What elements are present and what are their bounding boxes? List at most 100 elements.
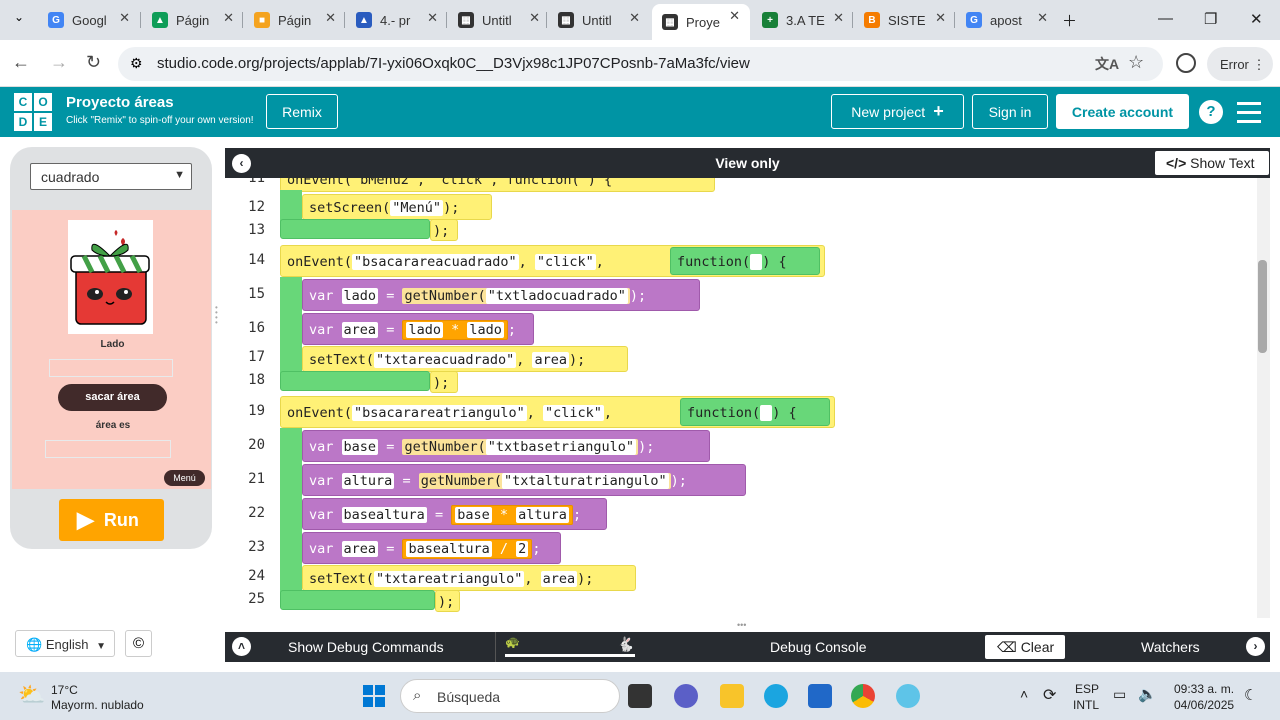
code-block-var-basealtura[interactable]: var basealtura = base * altura; [302, 498, 607, 530]
close-window-button[interactable]: ✕ [1250, 11, 1263, 28]
code-block-setscreen[interactable]: setScreen("Menú"); [302, 194, 492, 220]
volume-icon[interactable]: 🔈 [1138, 686, 1157, 703]
close-tab-icon[interactable]: ✕ [325, 10, 336, 25]
close-tab-icon[interactable]: ✕ [427, 10, 438, 25]
close-tab-icon[interactable]: ✕ [223, 10, 234, 25]
maximize-button[interactable]: ❐ [1204, 11, 1218, 28]
run-button[interactable]: ▶Run [59, 499, 164, 541]
code-block-settext[interactable]: setText("txtareacuadrado", area); [302, 346, 628, 372]
translate-icon[interactable]: 文A [1095, 56, 1120, 72]
browser-tab[interactable]: ■Págin✕ [244, 6, 346, 34]
edge-icon[interactable] [764, 684, 788, 708]
close-tab-icon[interactable]: ✕ [833, 10, 844, 25]
code-block-var-lado[interactable]: var lado = getNumber("txtladocuadrado"); [302, 279, 700, 311]
code-workspace[interactable]: 11 12 13 14 15 16 17 18 19 20 21 22 23 2… [225, 178, 1257, 618]
task-view-icon[interactable] [628, 684, 652, 708]
lang-layout[interactable]: INTL [1073, 698, 1100, 712]
new-project-button[interactable]: New project+ [831, 94, 964, 129]
weather-icon[interactable]: ⛅ [18, 682, 46, 707]
show-debug-commands[interactable]: Show Debug Commands [288, 639, 444, 655]
code-block-settext-tri[interactable]: setText("txtareatriangulo", area); [302, 565, 636, 591]
bookmark-star-icon[interactable]: ☆ [1128, 52, 1145, 72]
clock-date[interactable]: 04/06/2025 [1174, 698, 1235, 712]
menu-button[interactable]: Menú [164, 470, 205, 486]
code-block-var-altura[interactable]: var altura = getNumber("txtalturatriangu… [302, 464, 746, 496]
store-icon[interactable] [808, 684, 832, 708]
site-info-icon[interactable]: ⚙ [130, 55, 143, 71]
vertical-scrollbar[interactable] [1257, 178, 1270, 618]
speed-slider[interactable] [505, 654, 635, 657]
area-label: área es [95, 420, 131, 431]
taskbar-search[interactable]: ⌕Búsqueda [400, 679, 620, 713]
browser-tab[interactable]: +3.A TE✕ [752, 6, 854, 34]
minimize-button[interactable]: — [1158, 10, 1173, 27]
profile-icon[interactable] [1176, 53, 1196, 73]
debug-resize-handle[interactable]: ••• [737, 620, 747, 630]
debug-divider [495, 632, 496, 662]
code-block-var-base[interactable]: var base = getNumber("txtbasetriangulo")… [302, 430, 710, 462]
chevron-down-icon: ▼ [96, 641, 106, 652]
function-block[interactable]: function( ) { [680, 398, 830, 426]
copyright-button[interactable]: © [125, 630, 152, 657]
function-block[interactable]: function( ) { [670, 247, 820, 275]
help-icon[interactable]: ? [1199, 100, 1223, 124]
chevron-right-icon[interactable]: › [1246, 637, 1265, 656]
notifications-icon[interactable]: ☾ [1244, 687, 1258, 704]
network-icon[interactable]: ▭ [1113, 686, 1127, 702]
close-tab-icon[interactable]: ✕ [1037, 10, 1048, 25]
reload-icon[interactable]: ↻ [86, 52, 102, 72]
browser-tab[interactable]: ▦Untitl✕ [548, 6, 650, 34]
back-icon[interactable]: ← [12, 52, 30, 72]
clear-button[interactable]: ⌫ Clear [985, 635, 1065, 659]
new-tab-button[interactable]: ＋ [1062, 13, 1078, 30]
lado-input[interactable] [49, 359, 173, 377]
teams-icon[interactable] [674, 684, 698, 708]
resize-handle[interactable]: •••• [215, 303, 218, 327]
close-tab-icon[interactable]: ✕ [729, 8, 740, 23]
close-tab-icon[interactable]: ✕ [119, 10, 130, 25]
code-block-onevent[interactable]: onEvent("bMenu2", "click", function( ) { [280, 178, 715, 192]
chevron-up-icon[interactable]: ˄ [1020, 686, 1029, 702]
code-token: ; [532, 541, 541, 557]
lang-code[interactable]: ESP [1075, 682, 1100, 696]
browser-tab[interactable]: ▲4.- pr✕ [346, 6, 448, 34]
close-tab-icon[interactable]: ✕ [529, 10, 540, 25]
tab-search-button[interactable]: ⌄ [13, 10, 25, 24]
close-tab-icon[interactable]: ✕ [935, 10, 946, 25]
remix-button[interactable]: Remix [266, 94, 338, 129]
tab-favicon-icon: ▦ [662, 14, 678, 30]
expand-up-icon[interactable]: ˄ [232, 637, 251, 656]
error-button[interactable]: Error ⋮ [1207, 47, 1273, 81]
browser-tab[interactable]: ▲Págin✕ [142, 6, 244, 34]
area-output[interactable] [45, 440, 171, 458]
language-select[interactable]: 🌐 English ▼ [15, 630, 115, 657]
line-number: 24 [248, 568, 265, 584]
browser-tab[interactable]: ▦Untitl✕ [448, 6, 550, 34]
sign-in-button[interactable]: Sign in [972, 94, 1048, 129]
shape-dropdown[interactable]: cuadrado▼ [30, 163, 192, 190]
start-icon[interactable] [363, 685, 385, 707]
code-logo[interactable]: C O D E [14, 93, 52, 131]
forward-icon[interactable]: → [50, 52, 68, 72]
url-field[interactable]: ⚙ studio.code.org/projects/applab/7I-yxi… [118, 47, 1163, 81]
file-explorer-icon[interactable] [720, 684, 744, 708]
collapse-left-icon[interactable]: ‹ [232, 154, 251, 173]
hamburger-menu-icon[interactable] [1237, 102, 1261, 129]
code-block-var-area[interactable]: var area = lado * lado; [302, 313, 534, 345]
close-tab-icon[interactable]: ✕ [629, 10, 640, 25]
code-block-var-area-tri[interactable]: var area = basealtura / 2; [302, 532, 561, 564]
sync-icon[interactable]: ⟳ [1043, 687, 1057, 704]
create-account-button[interactable]: Create account [1056, 94, 1189, 129]
scrollbar-thumb[interactable] [1258, 260, 1267, 353]
code-token: = [386, 439, 395, 455]
show-text-button[interactable]: </> Show Text [1155, 151, 1269, 175]
chrome-icon[interactable] [851, 684, 875, 708]
tab-separator [852, 12, 853, 28]
paint-icon[interactable] [896, 684, 920, 708]
browser-tab[interactable]: ▦Proye✕ [652, 4, 750, 40]
sacar-area-button[interactable]: sacar área [58, 384, 167, 411]
clock-time[interactable]: 09:33 a. m. [1174, 682, 1235, 696]
